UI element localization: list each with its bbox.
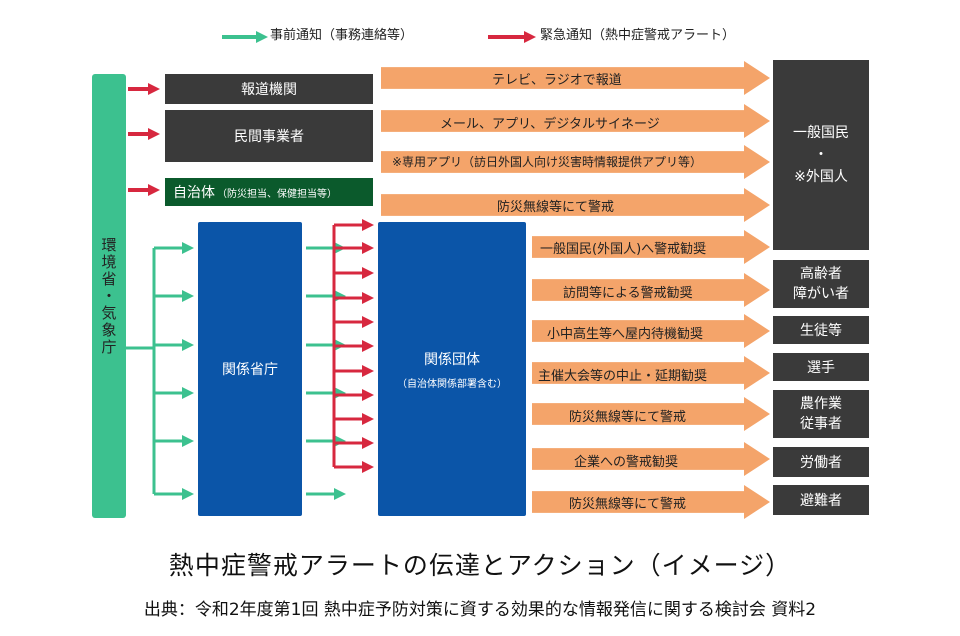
business-label: 民間事業者 [234,129,304,145]
legend-emergency-label: 緊急通知（熱中症警戒アラート） [540,28,736,43]
emergency-arrow-groups-head [362,461,374,473]
action-label: 防災無線等にて警戒 [569,497,687,512]
action-arrow [532,485,770,519]
target-farmers-box: 農作業 従事者 [773,390,869,438]
advance-arrow-ministries-head [182,290,194,302]
advance-arrow-ministries-head [182,435,194,447]
target-students-label: 生徒等 [800,323,842,339]
emergency-arrow-groups-head [362,340,374,352]
emergency-arrow-groups-head [362,292,374,304]
municipality-label: 自治体 [173,185,215,201]
action-arrow [381,188,770,222]
legend-emergency-arrow-head [524,31,536,43]
emergency-arrow-business-head [148,128,160,140]
action-label: 企業への警戒勧奨 [574,455,679,470]
target-farmers-line: 農作業 [800,396,842,412]
legend-advance-label: 事前通知（事務連絡等） [270,28,414,43]
advance-arrow-groups-head [334,488,346,500]
action-arrow [532,230,770,264]
target-workers-box: 労働者 [773,447,869,477]
action-label: 主催大会等の中止・延期勧奨 [538,369,708,384]
figure-source: 出典：令和2年度第1回 熱中症予防対策に資する効果的な情報発信に関する検討会 資… [143,600,817,620]
action-label: 防災無線等にて警戒 [569,410,687,425]
action-label: 防災無線等にて警戒 [497,200,615,215]
emergency-arrow-municipality-head [148,184,160,196]
target-athletes-box: 選手 [773,353,869,381]
target-elderly-box: 高齢者 障がい者 [773,260,869,308]
media-label: 報道機関 [241,82,297,98]
target-evacuees-box: 避難者 [773,485,869,515]
action-label: 一般国民(外国人)へ警戒勧奨 [540,242,707,257]
emergency-arrow-groups-head [362,219,374,231]
groups-label: 関係団体 [424,351,480,368]
advance-arrow-ministries-head [182,339,194,351]
target-general-line: 一般国民 [793,125,849,141]
municipality-box: 自治体 （防災担当、保健担当等） [165,178,373,206]
municipality-note: （防災担当、保健担当等） [217,188,337,200]
emergency-arrow-groups-head [362,437,374,449]
target-workers-label: 労働者 [800,455,842,471]
action-arrow [532,397,770,431]
emergency-arrow-groups-head [362,267,374,279]
ministries-box: 関係省庁 [198,222,302,516]
emergency-arrow-groups-head [362,242,374,254]
action-arrow [532,442,770,476]
emergency-arrow-media-head [148,83,160,95]
advance-arrow-groups-head [334,290,346,302]
figure-title: 熱中症警戒アラートの伝達とアクション（イメージ） [168,551,792,580]
advance-arrow-ministries-head [182,242,194,254]
groups-box: 関係団体 （自治体関係部署含む） [378,222,526,516]
action-arrow [381,145,770,179]
advance-arrow-ministries-head [182,387,194,399]
target-general-line: ・ [814,147,828,163]
target-elderly-line: 障がい者 [793,286,849,302]
target-evacuees-label: 避難者 [800,493,842,509]
groups-note: （自治体関係部署含む） [397,378,507,390]
target-students-box: 生徒等 [773,316,869,344]
action-label: ※専用アプリ（訪日外国人向け災害時情報提供アプリ等） [392,155,703,169]
action-arrow [532,273,770,307]
action-label: 訪問等による警戒勧奨 [563,286,693,301]
source-org-box: 環境省・気象庁 [92,74,126,518]
advance-arrow-groups-head [334,387,346,399]
target-general-line: ※外国人 [794,169,848,185]
target-athletes-label: 選手 [807,360,835,376]
emergency-arrow-groups-head [362,413,374,425]
advance-arrow-groups-head [334,435,346,447]
action-arrow [532,314,770,348]
action-arrow [381,61,770,95]
emergency-arrow-groups-head [362,389,374,401]
advance-arrow-ministries-head [182,488,194,500]
business-box: 民間事業者 [165,110,373,162]
target-farmers-line: 従事者 [800,416,842,432]
action-label: テレビ、ラジオで報道 [492,73,622,88]
emergency-arrow-groups-head [362,316,374,328]
legend-advance-arrow-head [256,31,268,43]
ministries-label: 関係省庁 [222,362,278,378]
target-general-box: 一般国民 ・ ※外国人 [773,60,869,250]
target-elderly-line: 高齢者 [800,266,842,282]
action-arrow [532,356,770,390]
action-label: 小中高生等へ屋内待機勧奨 [547,327,704,342]
emergency-arrow-groups-head [362,365,374,377]
media-box: 報道機関 [165,74,373,104]
action-arrow [381,104,770,138]
source-org-label: 環境省・気象庁 [99,236,118,356]
action-label: メール、アプリ、デジタルサイネージ [440,117,660,132]
